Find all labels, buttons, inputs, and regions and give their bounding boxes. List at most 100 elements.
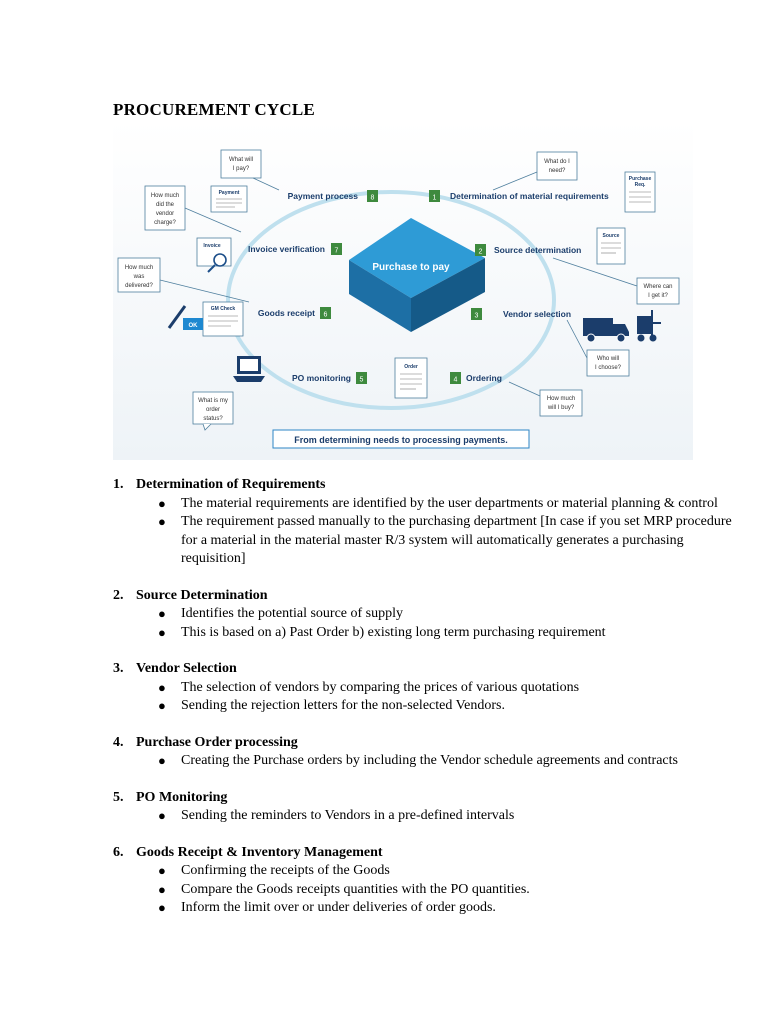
- section-title: Source Determination: [136, 587, 268, 603]
- bullet-dot-icon: ●: [158, 495, 166, 511]
- section-heading: 2. Source Determination: [113, 587, 733, 606]
- step-8: 8 Payment process: [288, 190, 378, 202]
- payment-document-icon: Payment: [210, 185, 248, 213]
- section-heading: 5. PO Monitoring: [113, 789, 733, 808]
- svg-text:3: 3: [475, 313, 479, 320]
- forklift-icon: [637, 310, 661, 342]
- section-heading: 4. Purchase Order processing: [113, 734, 733, 753]
- bullet-item: ●Sending the rejection letters for the n…: [158, 697, 733, 716]
- svg-text:Req.: Req.: [635, 182, 646, 188]
- bullet-item: ●The selection of vendors by comparing t…: [158, 679, 733, 698]
- section-heading: 6. Goods Receipt & Inventory Management: [113, 844, 733, 863]
- step-5: 5 PO monitoring: [292, 372, 367, 384]
- section: 6. Goods Receipt & Inventory Management …: [113, 844, 733, 918]
- bullet-list: ●Identifies the potential source of supp…: [113, 605, 733, 642]
- magnifier-icon: [207, 253, 227, 273]
- svg-text:1: 1: [433, 195, 437, 202]
- bullet-item: ●The requirement passed manually to the …: [158, 513, 733, 569]
- step-7: 7 Invoice verification: [248, 243, 342, 255]
- step-6: 6 Goods receipt: [258, 307, 331, 319]
- bullet-dot-icon: ●: [158, 863, 166, 878]
- bullet-dot-icon: ●: [158, 753, 166, 768]
- purchase-req-document-icon: Purchase Req.: [624, 171, 656, 213]
- section-title: Purchase Order processing: [136, 734, 298, 750]
- section-heading: 3. Vendor Selection: [113, 660, 733, 679]
- bullet-item: ●Inform the limit over or under deliveri…: [158, 899, 733, 918]
- sections-list: 1. Determination of Requirements ●The ma…: [113, 476, 733, 936]
- section: 5. PO Monitoring ●Sending the reminders …: [113, 789, 733, 826]
- section: 3. Vendor Selection ●The selection of ve…: [113, 660, 733, 716]
- bullet-dot-icon: ●: [158, 698, 166, 713]
- svg-text:did the: did the: [156, 202, 175, 208]
- center-label: Purchase to pay: [372, 262, 450, 273]
- bullet-item: ●Identifies the potential source of supp…: [158, 605, 733, 624]
- bullet-list: ●Confirming the receipts of the Goods ●C…: [113, 862, 733, 918]
- bullet-item: ●Compare the Goods receipts quantities w…: [158, 881, 733, 900]
- section-title: Determination of Requirements: [136, 477, 326, 492]
- bubble-who-choose: Who will I choose?: [566, 319, 630, 377]
- laptop-icon: [233, 356, 265, 382]
- step-label: Vendor selection: [503, 309, 571, 319]
- svg-text:I get it?: I get it?: [648, 293, 668, 299]
- section-heading: 1. Determination of Requirements: [113, 476, 733, 495]
- purchase-to-pay-box: Purchase to pay: [349, 218, 485, 332]
- bullet-item: ●The material requirements are identifie…: [158, 495, 733, 514]
- bubble-how-much-buy: How much will I buy?: [508, 381, 583, 417]
- bullet-dot-icon: ●: [158, 679, 166, 695]
- step-label: Source determination: [494, 245, 581, 255]
- svg-text:Purchase: Purchase: [629, 176, 652, 182]
- svg-text:I choose?: I choose?: [595, 365, 622, 371]
- bullet-dot-icon: ●: [158, 606, 166, 621]
- section-title: Vendor Selection: [136, 661, 237, 676]
- svg-text:Payment: Payment: [219, 190, 240, 196]
- step-label: Determination of material requirements: [450, 191, 609, 201]
- section: 2. Source Determination ●Identifies the …: [113, 587, 733, 643]
- svg-text:status?: status?: [203, 416, 223, 422]
- bubble-where-get: Where can I get it?: [552, 257, 680, 305]
- svg-text:What will: What will: [229, 157, 253, 163]
- step-1: 1 Determination of material requirements: [429, 190, 609, 202]
- bullet-item: ●This is based on a) Past Order b) exist…: [158, 624, 733, 643]
- bullet-list: ●Creating the Purchase orders by includi…: [113, 752, 733, 771]
- bullet-list: ●Sending the reminders to Vendors in a p…: [113, 807, 733, 826]
- diagram-banner: From determining needs to processing pay…: [272, 429, 530, 449]
- svg-text:Where can: Where can: [643, 284, 672, 290]
- pen-icon: [167, 305, 187, 329]
- section-number: 1.: [113, 477, 124, 492]
- step-label: Ordering: [466, 373, 502, 383]
- bullet-dot-icon: ●: [158, 808, 166, 823]
- svg-text:Invoice: Invoice: [203, 243, 220, 249]
- page-title: PROCUREMENT CYCLE: [113, 100, 315, 119]
- bubble-delivered: How much was delivered?: [117, 257, 250, 303]
- svg-text:OK: OK: [189, 323, 199, 329]
- svg-text:8: 8: [371, 195, 375, 202]
- svg-text:Order: Order: [404, 364, 418, 370]
- svg-text:How much: How much: [547, 396, 575, 402]
- section: 4. Purchase Order processing ●Creating t…: [113, 734, 733, 771]
- svg-text:order: order: [206, 407, 220, 413]
- svg-text:How much: How much: [151, 193, 179, 199]
- bubble-vendor-charge: How much did the vendor charge?: [144, 185, 242, 233]
- svg-text:I pay?: I pay?: [233, 166, 250, 172]
- svg-text:7: 7: [335, 248, 339, 255]
- bullet-dot-icon: ●: [158, 881, 166, 897]
- svg-text:GM Check: GM Check: [211, 306, 236, 312]
- bullet-dot-icon: ●: [158, 514, 166, 529]
- svg-text:will I buy?: will I buy?: [547, 405, 575, 411]
- truck-icon: [583, 318, 629, 343]
- ok-stamp-icon: OK: [183, 318, 203, 330]
- svg-text:vendor: vendor: [156, 211, 174, 217]
- bubble-order-status: What is my order status?: [192, 391, 234, 431]
- section-number: 5.: [113, 789, 124, 805]
- svg-text:How much: How much: [125, 265, 153, 271]
- source-document-icon: Source: [596, 227, 626, 265]
- bullet-item: ●Sending the reminders to Vendors in a p…: [158, 807, 733, 826]
- svg-text:4: 4: [454, 377, 458, 384]
- svg-text:2: 2: [479, 249, 483, 256]
- section-title: Goods Receipt & Inventory Management: [136, 844, 383, 860]
- bullet-dot-icon: ●: [158, 624, 166, 640]
- svg-text:Who will: Who will: [597, 356, 619, 362]
- step-label: PO monitoring: [292, 373, 351, 383]
- svg-text:What is my: What is my: [198, 398, 228, 404]
- section-number: 3.: [113, 661, 124, 676]
